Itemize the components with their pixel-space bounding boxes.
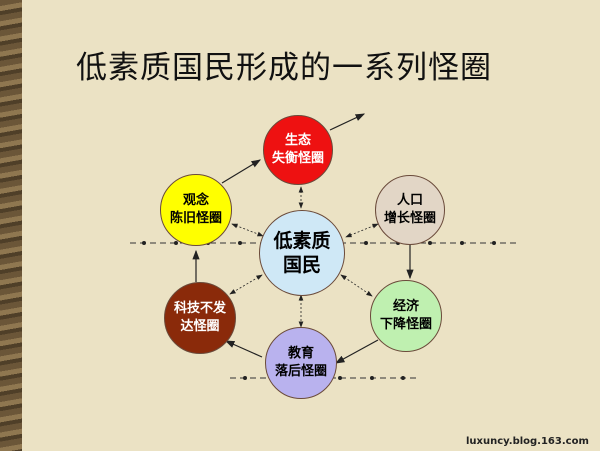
arrow-ecology-out	[329, 113, 366, 131]
watermark: luxuncy.blog.163.com	[466, 436, 589, 447]
arrow-concept-ecology	[221, 159, 262, 184]
node-concept: 观念 陈旧怪圈	[160, 174, 232, 246]
decorative-border	[0, 0, 22, 451]
node-population: 人口 增长怪圈	[375, 175, 445, 245]
arrow-economy-education	[334, 339, 379, 364]
center-node: 低素质 国民	[259, 210, 345, 296]
slide-title: 低素质国民形成的一系列怪圈	[76, 50, 492, 86]
arrow-education-technology	[224, 340, 263, 358]
node-ecology: 生态 失衡怪圈	[263, 115, 333, 185]
node-technology: 科技不发 达怪圈	[164, 282, 236, 354]
node-education: 教育 落后怪圈	[265, 327, 337, 399]
node-economy: 经济 下降怪圈	[370, 280, 442, 352]
